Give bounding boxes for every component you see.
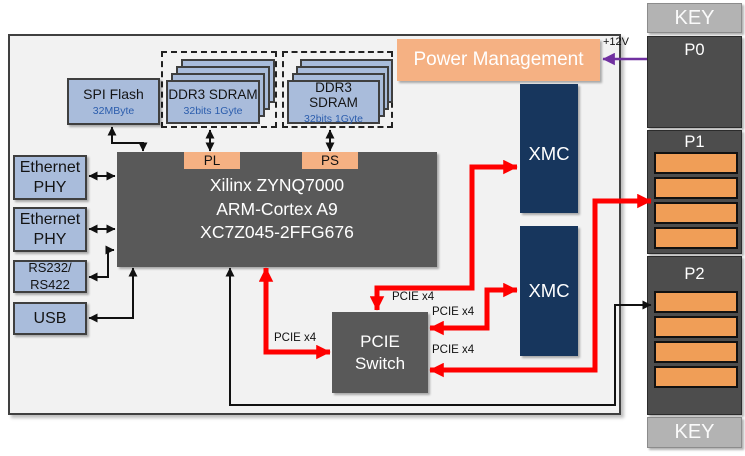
pcie-link-label-zynq-switch: PCIE x4 xyxy=(274,332,317,344)
pcie-link-label-switch-xmc1: PCIE x4 xyxy=(392,291,435,303)
ddr3-bank-b-title: DDR3 SDRAM xyxy=(309,79,358,110)
backplane-p1-section: P1 xyxy=(647,130,742,254)
pcie-link-label-switch-p1: PCIE x4 xyxy=(432,344,475,356)
ddr3-bank-a-subtitle: 32bits 1Gyte xyxy=(183,105,243,117)
backplane-p0-section: P0 xyxy=(647,36,742,128)
p2-slots xyxy=(654,291,738,388)
pcie-switch-box: PCIE Switch xyxy=(332,312,428,393)
connector-slot xyxy=(654,227,738,249)
zynq-line-2: ARM-Cortex A9 xyxy=(216,198,338,219)
pl-port-tab: PL xyxy=(184,152,240,169)
zynq-soc-box: Xilinx ZYNQ7000 ARM-Cortex A9 XC7Z045-2F… xyxy=(117,152,437,267)
ddr3-bank-a-box: DDR3 SDRAM 32bits 1Gyte xyxy=(166,80,260,124)
connector-slot xyxy=(654,177,738,199)
connector-slot xyxy=(654,341,738,363)
p1-label: P1 xyxy=(684,133,705,151)
ps-port-tab: PS xyxy=(302,152,358,169)
zynq-line-3: XC7Z045-2FFG676 xyxy=(200,222,354,243)
p2-label: P2 xyxy=(684,265,705,283)
usb-box: USB xyxy=(13,302,87,335)
rs232-rs422-box: RS232/ RS422 xyxy=(13,260,87,293)
ddr3-bank-b-subtitle: 32bits 1Gyte xyxy=(304,112,363,125)
ethernet-phy-1-box: Ethernet PHY xyxy=(13,155,87,200)
backplane-key-top: KEY xyxy=(647,3,742,33)
ddr3-bank-a-group: DDR3 SDRAM 32bits 1Gyte xyxy=(161,51,277,128)
pcie-link-label-switch-xmc2: PCIE x4 xyxy=(432,306,475,318)
connector-slot xyxy=(654,316,738,338)
connector-slot xyxy=(654,291,738,313)
connector-slot xyxy=(654,202,738,224)
p0-label: P0 xyxy=(684,41,705,59)
spi-flash-subtitle: 32MByte xyxy=(92,105,135,117)
power-management-box: Power Management xyxy=(397,39,600,81)
ethernet-phy-2-box: Ethernet PHY xyxy=(13,207,87,252)
zynq-line-1: Xilinx ZYNQ7000 xyxy=(209,175,345,196)
ddr3-bank-a-title: DDR3 SDRAM xyxy=(168,87,258,102)
backplane-p2-section: P2 xyxy=(647,256,742,415)
ddr3-bank-b-group: DDR3 SDRAM 32bits 1Gyte xyxy=(282,51,393,128)
p1-slots xyxy=(654,152,738,249)
ddr3-bank-b-box: DDR3 SDRAM 32bits 1Gyte xyxy=(287,79,380,125)
power-input-label: +12V xyxy=(603,36,629,48)
connector-slot xyxy=(654,366,738,388)
xmc-site-2-box: XMC xyxy=(520,226,578,356)
xmc-site-1-box: XMC xyxy=(520,84,578,213)
connector-slot xyxy=(654,152,738,174)
spi-flash-title: SPI Flash xyxy=(83,86,144,102)
spi-flash-box: SPI Flash 32MByte xyxy=(67,78,160,125)
backplane-key-bottom: KEY xyxy=(647,417,742,448)
